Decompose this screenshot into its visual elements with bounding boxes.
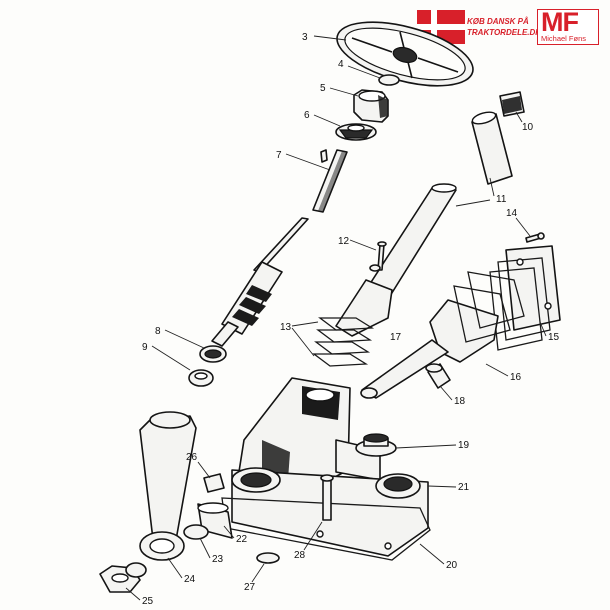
worm-gear — [211, 261, 283, 347]
label-21: 21 — [458, 482, 470, 493]
bearing-part-8 — [199, 345, 227, 363]
steering-wheel — [336, 21, 474, 87]
label-16: 16 — [510, 372, 522, 383]
label-4: 4 — [338, 59, 344, 70]
column-tube-part-11 — [471, 111, 513, 185]
label-11a: 11 — [496, 194, 507, 205]
label-18: 18 — [454, 396, 466, 407]
cone-part-6 — [335, 123, 377, 141]
dk-line-2: TRAKTORDELE.DK — [467, 28, 542, 37]
label-3: 3 — [302, 32, 308, 43]
label-24: 24 — [184, 574, 196, 585]
label-5: 5 — [320, 83, 326, 94]
dk-line-1: KØB DANSK PÅ — [467, 17, 529, 26]
label-8: 8 — [155, 326, 161, 337]
label-7: 7 — [276, 150, 282, 161]
label-15: 15 — [548, 332, 560, 343]
bolt-part-14 — [525, 232, 545, 243]
bolt-part-28 — [320, 474, 334, 521]
label-25: 25 — [142, 596, 154, 607]
nut-part-5 — [353, 89, 389, 123]
label-19: 19 — [458, 440, 470, 451]
label-14: 14 — [506, 208, 518, 219]
michael-fons-logo: MF Michael Føns — [537, 7, 599, 45]
label-26: 26 — [186, 452, 198, 463]
seal-part-23 — [183, 524, 209, 540]
nut-part-25 — [99, 562, 147, 593]
part-labels: 3 4 5 6 7 8 9 10 11 12 13 14 — [125, 32, 560, 607]
drop-arm-part-24 — [139, 411, 197, 561]
label-12: 12 — [338, 236, 350, 247]
washer-part-4 — [378, 74, 400, 86]
label-20: 20 — [446, 560, 458, 571]
gaskets-part-13 — [312, 317, 375, 367]
bush-part-18 — [425, 363, 451, 389]
label-6: 6 — [304, 110, 310, 121]
cup-part-9 — [188, 369, 214, 387]
washer-part-27 — [256, 552, 280, 564]
label-22: 22 — [236, 534, 248, 545]
steering-shaft-part-7 — [253, 149, 348, 273]
label-27: 27 — [244, 582, 256, 593]
mf-logo-letters: MF — [541, 7, 579, 37]
label-13: 13 — [280, 322, 292, 333]
plug-part-26 — [203, 473, 225, 493]
mf-logo-name: Michael Føns — [541, 34, 587, 43]
label-10: 10 — [522, 122, 534, 133]
label-9: 9 — [142, 342, 148, 353]
sector-shaft-part-17 — [360, 271, 525, 399]
bolt-part-12 — [369, 241, 387, 272]
column-jacket-part-11 — [335, 183, 457, 337]
filler-plug-part-19 — [355, 433, 397, 457]
bush-part-10 — [499, 91, 525, 117]
label-28: 28 — [294, 550, 306, 561]
traktordele-logo-text: KØB DANSK PÅ TRAKTORDELE.DK — [467, 16, 541, 38]
label-17: 17 — [390, 332, 402, 343]
label-23: 23 — [212, 554, 224, 565]
